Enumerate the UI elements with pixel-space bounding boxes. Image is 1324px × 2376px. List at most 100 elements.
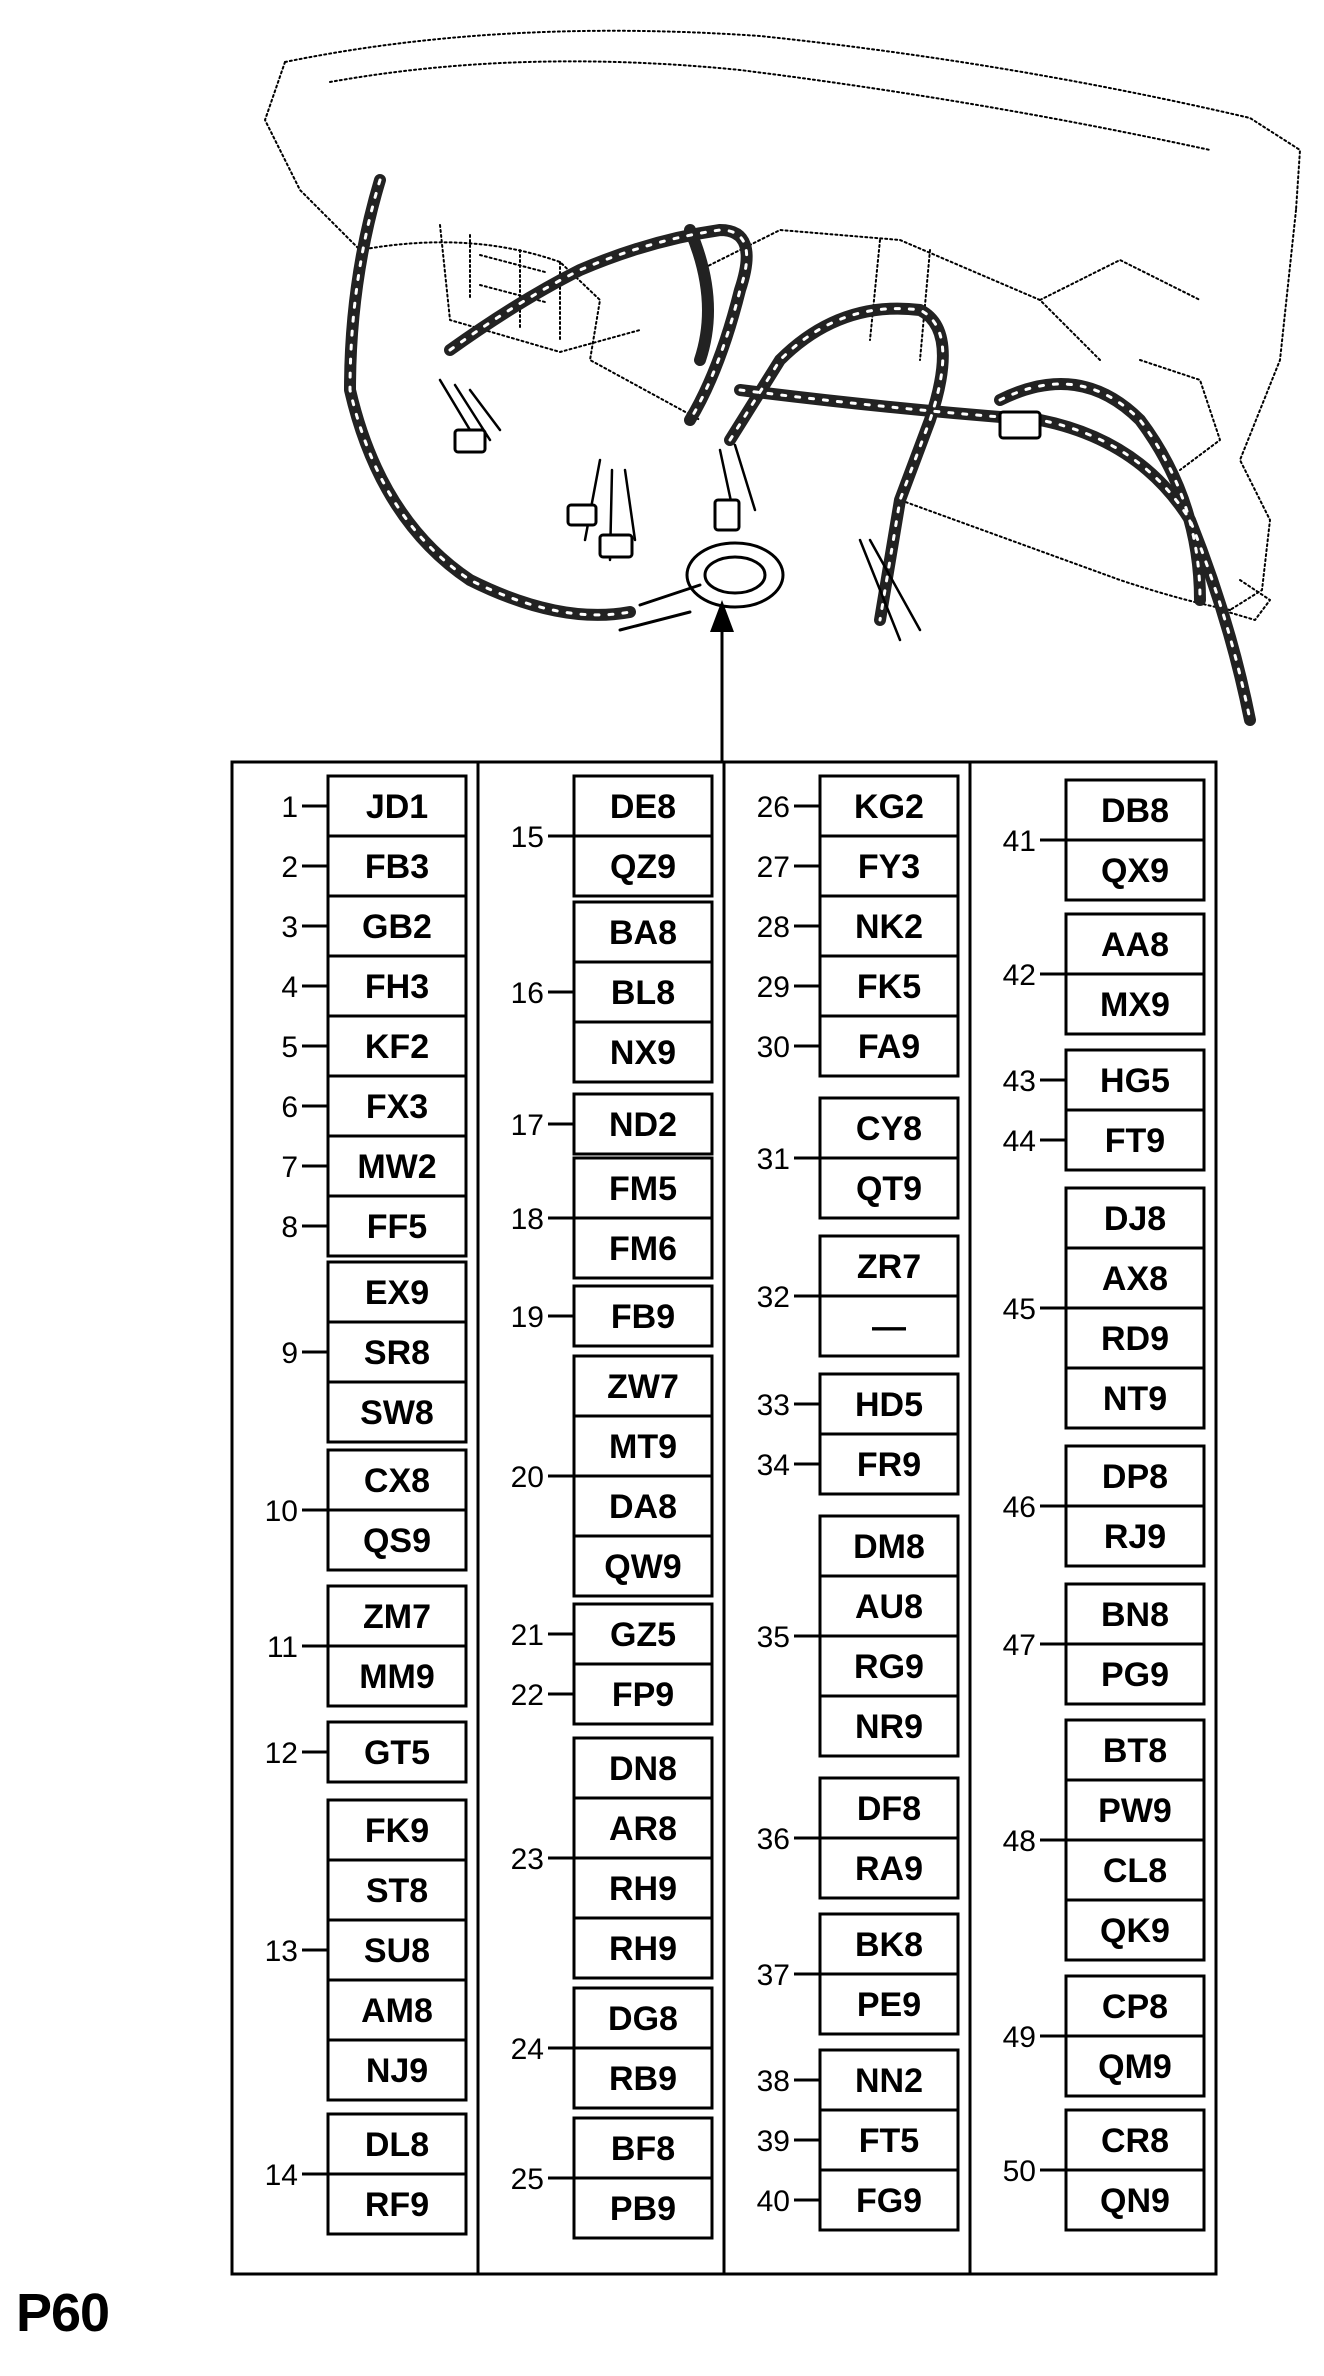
dashboard-outline [264, 29, 1301, 621]
option-code: BA8 [609, 914, 677, 952]
option-code: SR8 [364, 1334, 430, 1372]
option-code: BN8 [1101, 1596, 1169, 1634]
item-number: 26 [757, 791, 790, 824]
option-code: AR8 [609, 1810, 677, 1848]
code-box [818, 894, 960, 958]
option-code: QM9 [1098, 2048, 1172, 2086]
item-number: 34 [757, 1449, 790, 1482]
item-number: 29 [757, 971, 790, 1004]
item-number: 33 [757, 1389, 790, 1422]
option-code: NX9 [610, 1034, 676, 1072]
option-code: AX8 [1102, 1260, 1168, 1298]
code-box [572, 1602, 714, 1666]
option-code: NT9 [1103, 1380, 1167, 1418]
item-number: 15 [511, 821, 544, 854]
option-code: DA8 [609, 1488, 677, 1526]
option-code: AM8 [361, 1992, 433, 2030]
option-code: AA8 [1101, 926, 1169, 964]
option-code: RH9 [609, 1870, 677, 1908]
option-code: GZ5 [610, 1616, 676, 1654]
code-box [818, 1372, 960, 1436]
loose-wires [438, 378, 922, 642]
option-code: FK9 [365, 1812, 429, 1850]
option-code: QW9 [604, 1548, 681, 1586]
option-code: PG9 [1101, 1656, 1169, 1694]
option-code: MM9 [359, 1658, 435, 1696]
option-code: GB2 [362, 908, 432, 946]
item-number: 5 [281, 1031, 298, 1064]
option-code: FM6 [609, 1230, 677, 1268]
item-number: 18 [511, 1203, 544, 1236]
option-code: FF5 [367, 1208, 427, 1246]
item-number: 2 [281, 851, 298, 884]
code-box [326, 954, 468, 1018]
item-number: 10 [265, 1495, 298, 1528]
option-code: SW8 [360, 1394, 434, 1432]
option-code: DB8 [1101, 792, 1169, 830]
option-code: FY3 [858, 848, 920, 886]
item-number: 16 [511, 977, 544, 1010]
option-code: HG5 [1100, 1062, 1170, 1100]
option-code: RB9 [609, 2060, 677, 2098]
item-number: 23 [511, 1843, 544, 1876]
option-code: CP8 [1102, 1988, 1168, 2026]
instrument-panel-harness-illustration [264, 29, 1301, 762]
option-code: QX9 [1101, 852, 1169, 890]
option-code: ND2 [609, 1106, 677, 1144]
code-box [572, 1092, 714, 1156]
code-box [326, 1260, 468, 1444]
item-number: 48 [1003, 1825, 1036, 1858]
option-code: RD9 [1101, 1320, 1169, 1358]
option-code: PE9 [857, 1986, 921, 2024]
item-number: 1 [281, 791, 298, 824]
item-number: 31 [757, 1143, 790, 1176]
option-code: RH9 [609, 1930, 677, 1968]
code-box [572, 1662, 714, 1726]
item-number: 36 [757, 1823, 790, 1856]
item-number: 40 [757, 2185, 790, 2218]
option-code: ZR7 [857, 1248, 921, 1286]
item-number: 28 [757, 911, 790, 944]
option-code: BK8 [855, 1926, 923, 1964]
code-box [1064, 1108, 1206, 1172]
item-number: 24 [511, 2033, 544, 2066]
item-number: 50 [1003, 2155, 1036, 2188]
item-number: 4 [281, 971, 298, 1004]
item-number: 37 [757, 1959, 790, 1992]
item-number: 47 [1003, 1629, 1036, 1662]
harness-connectors [453, 410, 1042, 559]
code-box [572, 1284, 714, 1348]
item-number: 8 [281, 1211, 298, 1244]
option-code: FR9 [857, 1446, 921, 1484]
option-code: FT9 [1105, 1122, 1165, 1160]
option-code: ZW7 [607, 1368, 679, 1406]
option-code: RJ9 [1104, 1518, 1166, 1556]
item-number: 12 [265, 1737, 298, 1770]
option-code: DG8 [608, 2000, 678, 2038]
option-code: ST8 [366, 1872, 428, 1910]
option-code: DE8 [610, 788, 676, 826]
option-code: BF8 [611, 2130, 675, 2168]
option-code: QZ9 [610, 848, 676, 886]
item-number: 44 [1003, 1125, 1036, 1158]
option-code: QT9 [856, 1170, 922, 1208]
item-number: 25 [511, 2163, 544, 2196]
item-number: 43 [1003, 1065, 1036, 1098]
option-code: MW2 [357, 1148, 436, 1186]
option-code: FH3 [365, 968, 429, 1006]
option-code: JD1 [366, 788, 428, 826]
code-box [818, 2168, 960, 2232]
option-code: FX3 [366, 1088, 428, 1126]
option-code: FT5 [859, 2122, 919, 2160]
code-box [326, 1134, 468, 1198]
option-code: CL8 [1103, 1852, 1167, 1890]
item-number: 35 [757, 1621, 790, 1654]
item-number: 49 [1003, 2021, 1036, 2054]
pointer-arrowhead [710, 600, 734, 632]
option-code: DN8 [609, 1750, 677, 1788]
option-code: RA9 [855, 1850, 923, 1888]
option-code: DJ8 [1104, 1200, 1166, 1238]
item-number: 32 [757, 1281, 790, 1314]
code-box [326, 1014, 468, 1078]
option-code: RG9 [854, 1648, 924, 1686]
